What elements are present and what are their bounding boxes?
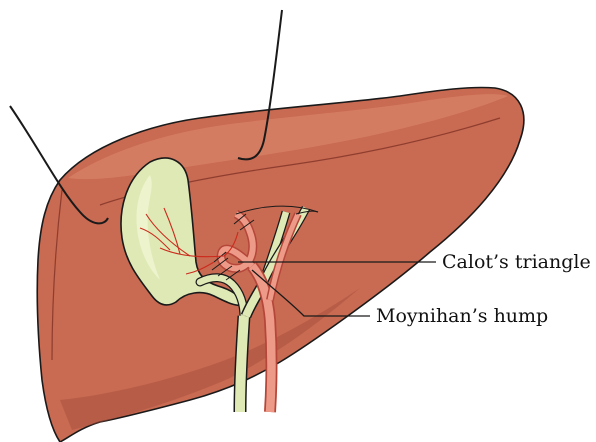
moynihans-hump-label: Moynihan’s hump — [376, 305, 548, 327]
calots-triangle-label: Calot’s triangle — [442, 251, 591, 273]
